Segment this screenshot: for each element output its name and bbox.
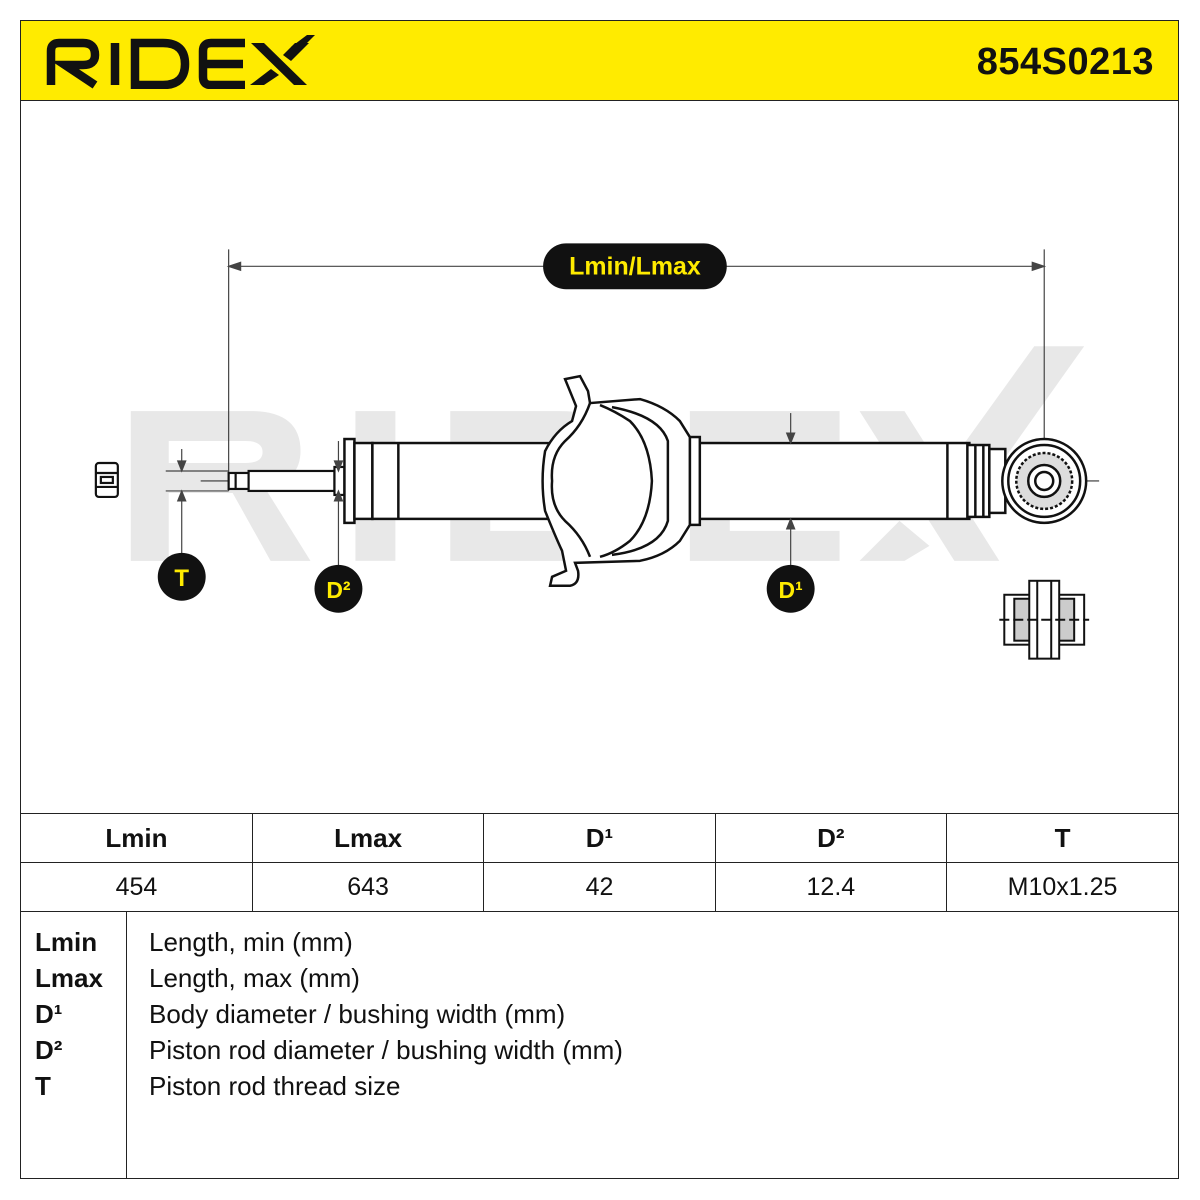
rod-diameter-dimension	[333, 441, 344, 566]
rod-diameter-label-badge: D²	[314, 564, 363, 613]
thread-dimension	[165, 449, 229, 556]
spec-table: Lmin Lmax D¹ D² T 454 643 42 12.4 M10x1.…	[21, 813, 1178, 912]
legend-item: D² Piston rod diameter / bushing width (…	[21, 1035, 1178, 1071]
legend-item: Lmin Length, min (mm)	[21, 927, 1178, 963]
nut	[94, 461, 119, 499]
eye-mount	[988, 437, 1088, 525]
legend-description: Body diameter / bushing width (mm)	[149, 999, 566, 1029]
shock-absorber-drawing: Lmin/Lmax T D² D¹	[94, 243, 1100, 660]
spec-value: 12.4	[714, 862, 948, 912]
part-number: 854S0213	[976, 41, 1154, 83]
legend-item: Lmax Length, max (mm)	[21, 963, 1178, 999]
spec-value: 42	[483, 862, 716, 912]
spec-header: D¹	[483, 813, 716, 863]
legend-key: Lmax	[35, 963, 103, 993]
legend-key: D¹	[35, 999, 63, 1029]
spec-header-row: Lmin Lmax D¹ D² T	[21, 813, 1178, 863]
piston-rod	[227, 465, 346, 497]
ridex-logo	[46, 35, 315, 89]
length-label: Lmin/Lmax	[569, 252, 701, 280]
legend-description: Length, min (mm)	[149, 927, 353, 957]
legend: Lmin Length, min (mm) Lmax Length, max (…	[21, 911, 1178, 1178]
body-diameter-dimension	[785, 413, 796, 566]
spec-value: 454	[21, 862, 253, 912]
bushing-section	[999, 579, 1090, 660]
legend-key: D²	[35, 1035, 63, 1065]
length-label-badge: Lmin/Lmax	[543, 243, 727, 290]
spec-header: Lmax	[251, 813, 485, 863]
spec-value: M10x1.25	[946, 862, 1178, 912]
thread-label-badge: T	[157, 552, 206, 601]
header-bar: 854S0213	[21, 21, 1178, 101]
legend-description: Piston rod diameter / bushing width (mm)	[149, 1035, 623, 1065]
rod-diameter-label: D²	[326, 577, 351, 603]
spec-header: T	[946, 813, 1178, 863]
spec-value: 643	[251, 862, 485, 912]
spec-header: D²	[714, 813, 948, 863]
datasheet: 854S0213	[20, 20, 1179, 1179]
legend-description: Length, max (mm)	[149, 963, 360, 993]
body-diameter-label: D¹	[779, 577, 803, 603]
legend-key: Lmin	[35, 927, 98, 957]
body-diameter-label-badge: D¹	[766, 564, 815, 613]
legend-key: T	[35, 1071, 51, 1101]
legend-item: T Piston rod thread size	[21, 1071, 1178, 1107]
spec-header: Lmin	[21, 813, 253, 863]
legend-divider	[126, 911, 127, 1178]
thread-label: T	[174, 565, 189, 592]
mounting-bracket	[541, 374, 692, 588]
legend-description: Piston rod thread size	[149, 1071, 401, 1101]
spec-value-row: 454 643 42 12.4 M10x1.25	[21, 862, 1178, 912]
legend-item: D¹ Body diameter / bushing width (mm)	[21, 999, 1178, 1035]
